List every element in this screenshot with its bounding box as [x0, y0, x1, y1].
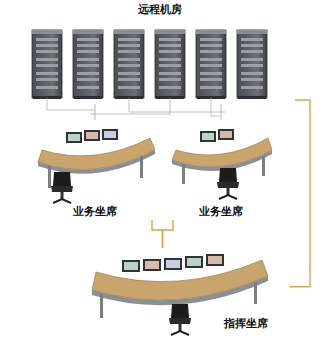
cable-line: [221, 104, 222, 120]
cable-line: [152, 220, 163, 248]
seat-label: 指挥坐席: [224, 317, 268, 330]
business-seat: 业务坐席: [30, 120, 160, 220]
seat-label: 远程机房: [138, 3, 182, 16]
command-desk: [92, 254, 268, 335]
business-desk-left: [38, 129, 155, 203]
seat-label: 业务坐席: [73, 205, 117, 218]
server-racks: [32, 30, 267, 99]
cable-line: [163, 220, 174, 248]
business-desk-right: [172, 129, 272, 199]
server-room: 远程机房: [25, 3, 295, 104]
grey-wires: [47, 98, 225, 116]
business-seat: 业务坐席: [165, 120, 277, 220]
seat-label: 业务坐席: [199, 205, 243, 218]
command-seat: 指挥坐席: [90, 248, 290, 334]
cable-line: [290, 100, 310, 287]
cable-line: [95, 104, 96, 120]
